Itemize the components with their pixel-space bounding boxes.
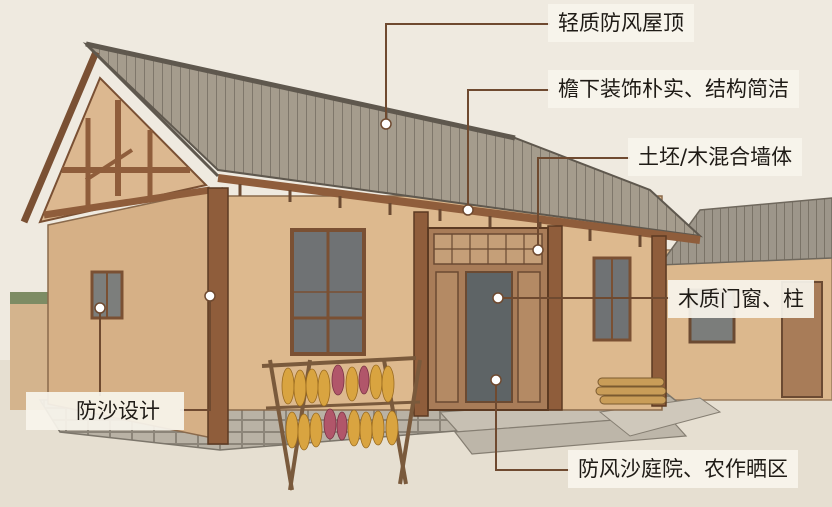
annotation-doors: 木质门窗、柱 bbox=[668, 280, 814, 318]
gable-timber-frame bbox=[38, 76, 211, 224]
eaves-rafters bbox=[238, 184, 642, 247]
leader-lines bbox=[99, 23, 670, 471]
roof-verge bbox=[20, 50, 100, 224]
annotation-roof: 轻质防风屋顶 bbox=[548, 4, 694, 42]
annotation-yard: 防风沙庭院、农作晒区 bbox=[568, 450, 798, 488]
annotation-sand: 防沙设计 bbox=[26, 392, 184, 430]
distant-roof-left bbox=[10, 292, 50, 304]
leader-wall bbox=[537, 157, 630, 250]
leader-eaves bbox=[467, 89, 550, 210]
leader-sand-b bbox=[180, 296, 211, 411]
front-window bbox=[290, 228, 366, 356]
eaves-beam bbox=[217, 174, 701, 244]
leader-roof bbox=[385, 23, 550, 124]
leader-yard bbox=[495, 380, 570, 471]
distant-wall-left bbox=[10, 300, 50, 410]
annotation-eaves: 檐下装饰朴实、结构简洁 bbox=[548, 70, 799, 108]
leader-anchors bbox=[94, 118, 544, 386]
firewood-pile bbox=[595, 377, 667, 405]
roof-ridge bbox=[85, 41, 516, 141]
annotation-wall: 土坯/木混合墙体 bbox=[628, 138, 803, 176]
corn-drying-rack bbox=[261, 356, 422, 491]
door-frame bbox=[427, 227, 549, 411]
